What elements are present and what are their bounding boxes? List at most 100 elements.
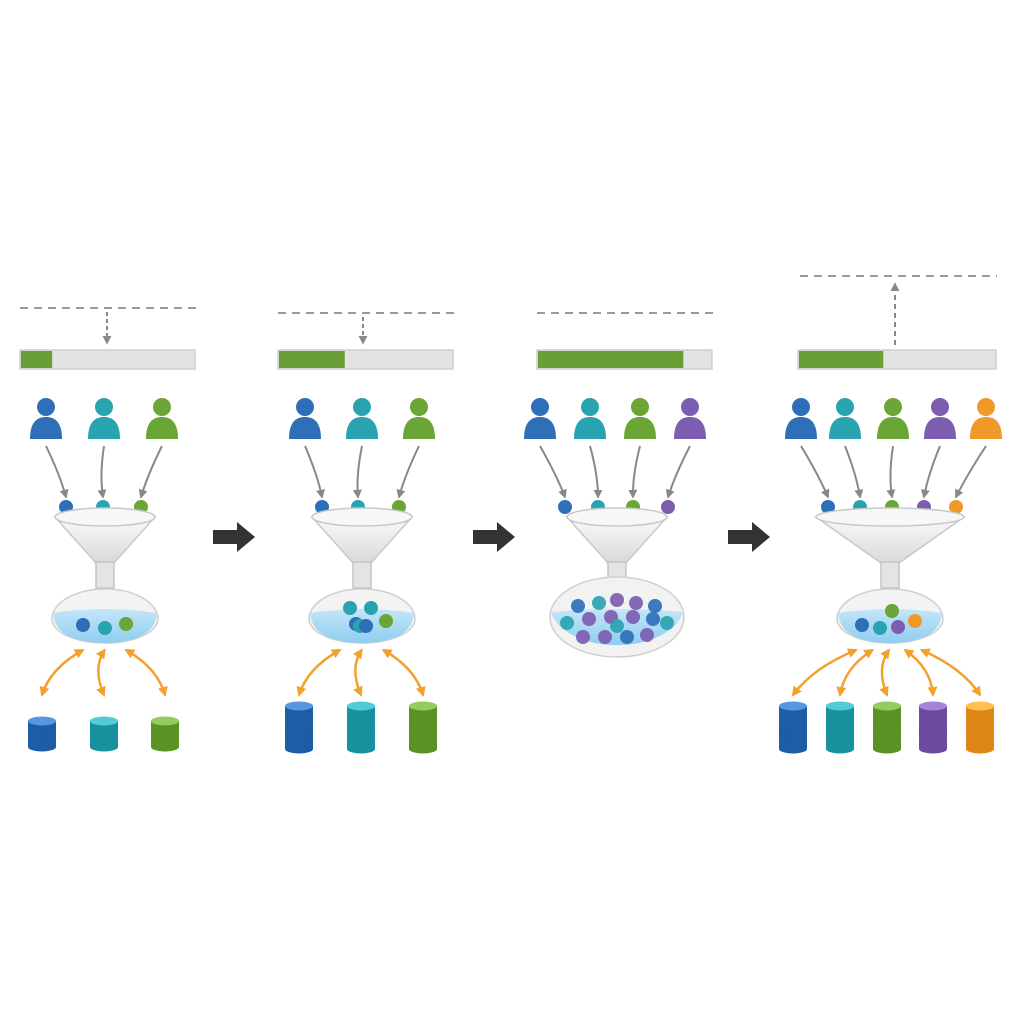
user-icon-blue-head	[37, 398, 55, 416]
database-icon-green-top	[873, 701, 901, 711]
request-dot	[661, 500, 675, 514]
user-icon-teal-body	[829, 417, 861, 439]
queued-particle	[571, 599, 585, 613]
user-icon-teal-head	[581, 398, 599, 416]
exchange-arrow	[353, 648, 363, 697]
request-dot	[558, 500, 572, 514]
user-icon-green-head	[153, 398, 171, 416]
database-icon-teal-top	[826, 701, 854, 711]
database-icon-orange-layer	[966, 728, 994, 743]
database-icon-blue-layer	[285, 728, 313, 743]
request-arrow	[304, 445, 325, 499]
funnel-spout	[95, 561, 115, 589]
user-icon-purple-head	[681, 398, 699, 416]
user-icon-blue-body	[785, 417, 817, 439]
user-icon-green-head	[884, 398, 902, 416]
queued-particle	[76, 618, 90, 632]
capacity-bar-fill	[21, 351, 53, 368]
queued-particle	[379, 614, 393, 628]
request-arrow	[45, 445, 69, 499]
queued-particle	[646, 612, 660, 626]
user-icon-green-body	[877, 417, 909, 439]
database-icon-orange-layer	[966, 739, 994, 754]
panel-3	[524, 312, 714, 658]
request-arrow	[920, 445, 941, 499]
exchange-arrow	[296, 648, 342, 697]
user-icon-green-head	[410, 398, 428, 416]
database-icon-purple-layer	[919, 717, 947, 732]
queued-particle	[648, 599, 662, 613]
request-dot	[949, 500, 963, 514]
database-icon-blue-layer	[779, 739, 807, 754]
user-icon-blue-body	[524, 417, 556, 439]
queued-particle	[610, 619, 624, 633]
database-icon-teal-layer	[347, 728, 375, 743]
database-icon-blue-layer	[285, 717, 313, 732]
queued-particle	[560, 616, 574, 630]
queued-particle	[640, 628, 654, 642]
user-icon-purple-body	[674, 417, 706, 439]
database-icon-teal-layer	[90, 739, 118, 752]
database-icon-green-layer	[409, 739, 437, 754]
exchange-arrow	[919, 648, 982, 697]
request-arrow	[539, 445, 567, 499]
queued-particle	[364, 601, 378, 615]
user-icon-orange-body	[970, 417, 1002, 439]
user-icon-blue-head	[296, 398, 314, 416]
user-icon-blue-head	[792, 398, 810, 416]
user-icon-teal-head	[353, 398, 371, 416]
database-icon-green-layer	[873, 717, 901, 732]
database-icon-green-layer	[151, 739, 179, 752]
queued-particle	[908, 614, 922, 628]
queued-particle	[119, 617, 133, 631]
database-icon-purple-top	[919, 701, 947, 711]
exchange-arrow	[903, 648, 938, 697]
request-arrow	[396, 445, 420, 499]
user-icon-teal-body	[346, 417, 378, 439]
request-arrow	[800, 445, 830, 499]
database-icon-teal-layer	[826, 717, 854, 732]
request-dot	[821, 500, 835, 514]
queued-particle	[629, 596, 643, 610]
queued-particle	[98, 621, 112, 635]
funnel-rim	[311, 507, 413, 527]
exchange-arrow	[836, 648, 875, 697]
database-icon-green-layer	[409, 728, 437, 743]
capacity-bar-fill	[799, 351, 884, 368]
user-icon-green-body	[403, 417, 435, 439]
database-icon-teal-top	[347, 701, 375, 711]
user-icon-blue-body	[30, 417, 62, 439]
user-icon-teal-body	[574, 417, 606, 439]
request-arrow	[844, 445, 864, 499]
exchange-arrow	[791, 648, 858, 697]
step-arrow-icon	[213, 522, 255, 552]
request-arrow	[589, 445, 603, 499]
user-icon-blue-head	[531, 398, 549, 416]
database-icon-blue-layer	[28, 730, 56, 743]
database-icon-blue-top	[285, 701, 313, 711]
exchange-arrow	[96, 648, 106, 697]
funnel-rim	[566, 507, 668, 527]
queued-particle	[855, 618, 869, 632]
database-icon-teal-layer	[347, 717, 375, 732]
queued-particle	[626, 610, 640, 624]
database-icon-orange-top	[966, 701, 994, 711]
request-arrow	[352, 445, 363, 499]
user-icon-teal-head	[836, 398, 854, 416]
database-icon-teal-layer	[826, 739, 854, 754]
request-arrow	[97, 445, 107, 499]
database-icon-green-top	[151, 716, 179, 726]
database-icon-orange-layer	[966, 717, 994, 732]
database-icon-teal-layer	[90, 730, 118, 743]
database-icon-green-layer	[409, 717, 437, 732]
database-icon-green-layer	[151, 730, 179, 743]
request-arrow	[138, 445, 163, 499]
database-icon-blue-layer	[28, 739, 56, 752]
user-icon-purple-body	[924, 417, 956, 439]
exchange-arrow	[39, 648, 85, 697]
queued-particle	[873, 621, 887, 635]
queued-particle	[576, 630, 590, 644]
panel-2	[277, 312, 455, 754]
funnel-spout	[352, 561, 372, 589]
